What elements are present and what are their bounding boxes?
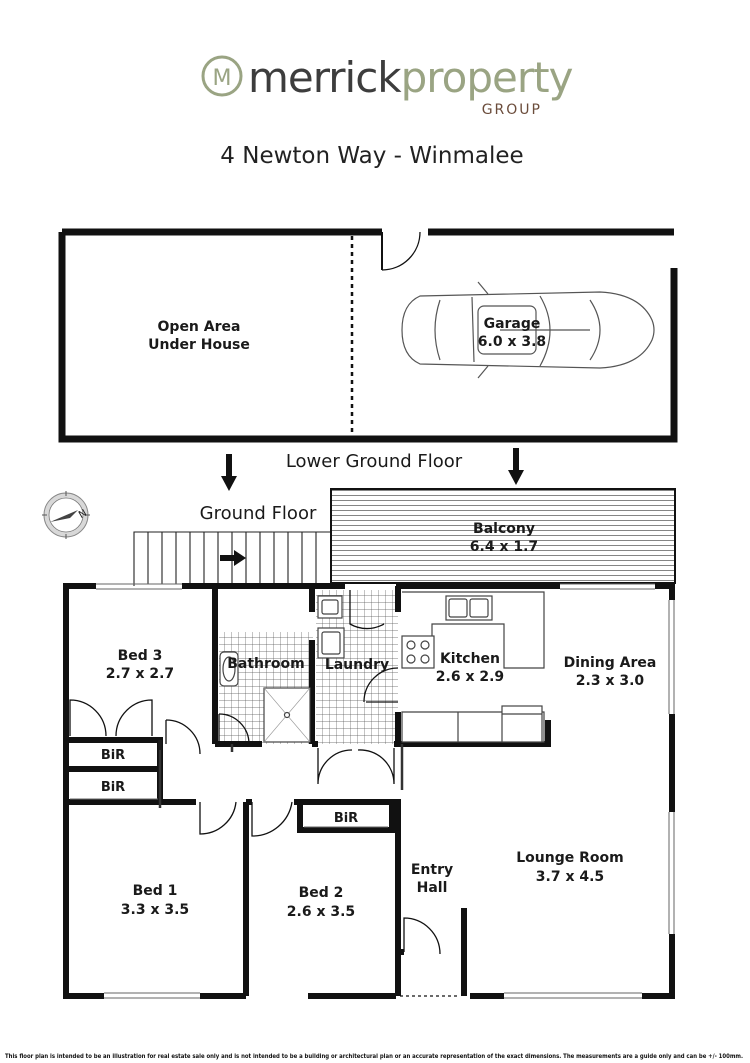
garage-name: Garage xyxy=(484,316,541,332)
brand-name-part1: merrick xyxy=(248,53,402,102)
compass-icon: N xyxy=(42,491,90,539)
doors xyxy=(69,590,460,997)
entry-line2: Hall xyxy=(417,880,448,896)
dining-size: 2.3 x 3.0 xyxy=(576,673,645,689)
lower-ground-floor-label: Lower Ground Floor xyxy=(286,451,463,472)
entry-line1: Entry xyxy=(411,862,453,878)
garage-size: 6.0 x 3.8 xyxy=(478,334,546,350)
lower-ground-floor xyxy=(58,228,678,443)
brand-name: merrickproperty xyxy=(248,53,573,102)
garage-label: Garage 6.0 x 3.8 xyxy=(478,316,546,350)
bed2-label: Bed 2 2.6 x 3.5 xyxy=(287,885,355,920)
brand-name-part2: property xyxy=(401,53,573,102)
balcony-size: 6.4 x 1.7 xyxy=(470,539,538,555)
compass-letter: N xyxy=(77,508,89,521)
bed1-label: Bed 1 3.3 x 3.5 xyxy=(121,883,189,918)
arrow-down-icon xyxy=(221,454,237,491)
bathroom-fittings xyxy=(219,651,311,743)
property-address-title: 4 Newton Way - Winmalee xyxy=(220,143,523,169)
bed1-name: Bed 1 xyxy=(133,883,178,899)
bed2-size: 2.6 x 3.5 xyxy=(287,904,355,920)
lounge-name: Lounge Room xyxy=(516,850,623,866)
bir-label-bed3: BiR xyxy=(101,748,125,763)
bed3-name: Bed 3 xyxy=(118,648,163,664)
bathroom-label: Bathroom xyxy=(227,656,305,672)
brand-subline: GROUP xyxy=(482,102,542,118)
balcony-deck xyxy=(330,488,676,584)
balcony-label: Balcony 6.4 x 1.7 xyxy=(470,521,538,555)
kitchen-name: Kitchen xyxy=(440,651,500,667)
bed1-size: 3.3 x 3.5 xyxy=(121,902,189,918)
logo-letter: M xyxy=(213,66,232,91)
lounge-size: 3.7 x 4.5 xyxy=(536,869,604,885)
arrow-right-icon xyxy=(220,550,246,566)
kitchen-size: 2.6 x 2.9 xyxy=(436,669,504,685)
bir-label-bed1: BiR xyxy=(101,780,125,795)
laundry-fittings xyxy=(317,595,345,659)
kitchen-fittings xyxy=(401,591,545,743)
lounge-label: Lounge Room 3.7 x 4.5 xyxy=(516,850,623,885)
windows xyxy=(70,583,675,999)
disclaimer-text: This floor plan is intended to be an ill… xyxy=(5,1052,743,1060)
dining-label: Dining Area 2.3 x 3.0 xyxy=(564,655,657,689)
open-area-line2: Under House xyxy=(148,337,250,353)
ground-floor-label: Ground Floor xyxy=(200,503,317,524)
open-area-line1: Open Area xyxy=(158,319,241,335)
logo-circle-icon xyxy=(201,55,243,97)
bed3-label: Bed 3 2.7 x 2.7 xyxy=(106,648,174,682)
brand-logo: M merrickproperty GROUP xyxy=(201,53,574,118)
balcony-name: Balcony xyxy=(473,521,535,537)
dining-name: Dining Area xyxy=(564,655,657,671)
bed2-name: Bed 2 xyxy=(299,885,344,901)
kitchen-label: Kitchen 2.6 x 2.9 xyxy=(436,651,504,685)
car-icon xyxy=(401,281,655,379)
bir-label-bed2: BiR xyxy=(334,811,358,826)
thin-walls xyxy=(158,740,404,808)
laundry-label: Laundry xyxy=(325,657,389,673)
arrow-down-icon xyxy=(508,448,524,485)
bed3-size: 2.7 x 2.7 xyxy=(106,666,174,682)
